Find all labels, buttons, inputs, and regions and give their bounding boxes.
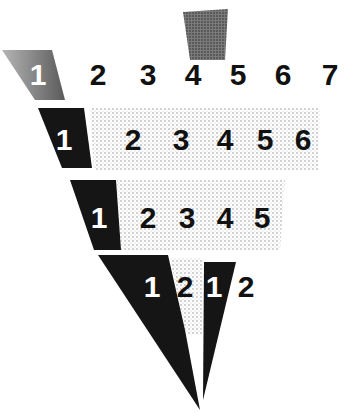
- grey-band: [2, 50, 65, 100]
- row-number: 6: [275, 60, 292, 90]
- row-number: 2: [125, 125, 142, 155]
- row-number: 5: [230, 60, 247, 90]
- row-number: 1: [30, 60, 47, 90]
- row-number: 2: [238, 272, 255, 302]
- black-band: [38, 108, 92, 168]
- row-number: 2: [177, 272, 194, 302]
- stipple-band: [117, 180, 285, 250]
- black-band: [70, 180, 121, 250]
- row-number: 4: [217, 125, 234, 155]
- top-block: [183, 9, 228, 60]
- row-number: 1: [206, 272, 223, 302]
- black-band: [98, 255, 200, 410]
- row-number: 2: [90, 60, 107, 90]
- row-number: 3: [140, 60, 157, 90]
- row-number: 3: [173, 125, 190, 155]
- black-wedge: [203, 262, 236, 400]
- row-number: 4: [185, 60, 202, 90]
- row-number: 4: [217, 203, 234, 233]
- stipple-band: [90, 108, 320, 170]
- row-number: 5: [254, 203, 271, 233]
- row-number: 5: [257, 125, 274, 155]
- row-number: 1: [91, 203, 108, 233]
- row-number: 3: [179, 203, 196, 233]
- row-number: 7: [322, 60, 339, 90]
- row-number: 1: [56, 125, 73, 155]
- row-number: 2: [140, 203, 157, 233]
- row-number: 6: [295, 125, 312, 155]
- row-number: 1: [144, 272, 161, 302]
